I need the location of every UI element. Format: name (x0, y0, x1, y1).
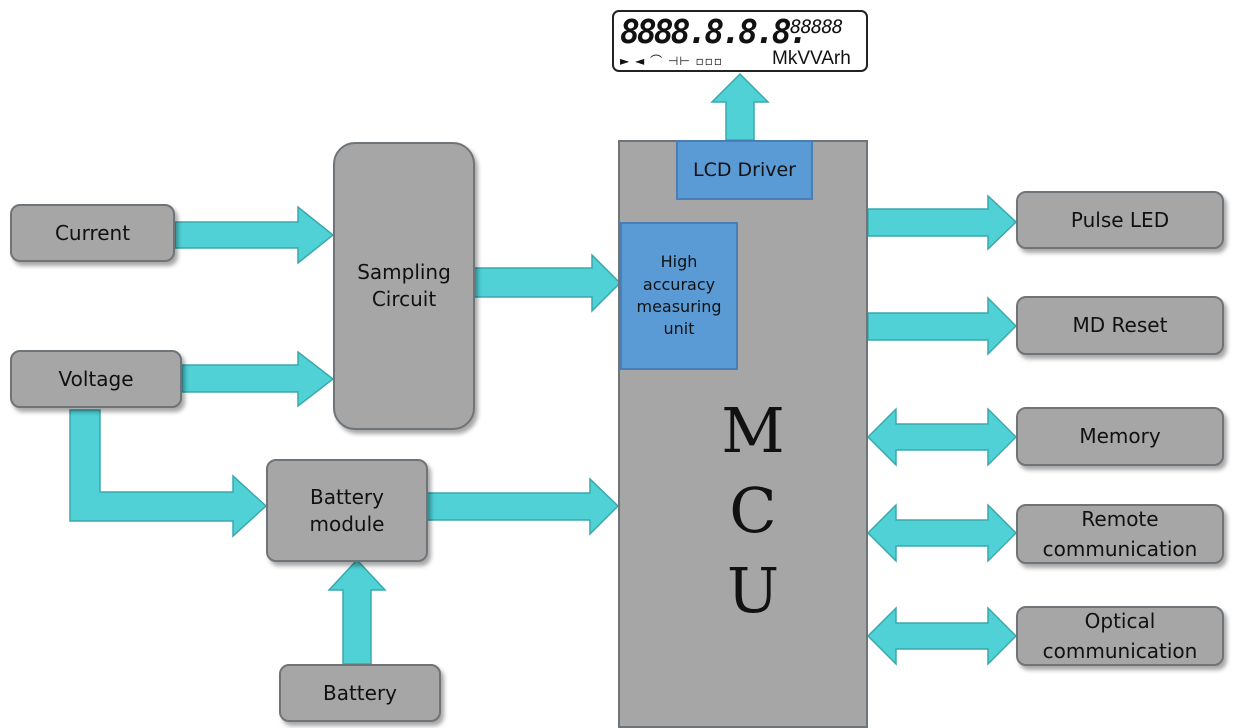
pulse-led-label: Pulse LED (1071, 207, 1169, 234)
voltage-block: Voltage (10, 350, 182, 408)
arrow-mcu-to-md-reset (868, 298, 1016, 354)
sampling-circuit-block: Sampling Circuit (333, 142, 475, 430)
measuring-label-line1: High (636, 251, 721, 273)
arrow-mcu-memory-bidirectional (868, 409, 1016, 465)
mcu-letter-u: U (718, 554, 788, 627)
arrow-mcu-remote-bidirectional (868, 505, 1016, 561)
battery-module-label-line2: module (310, 511, 385, 538)
arrow-battery-module-to-mcu (427, 479, 618, 534)
lcd-main-digits: 8888.8.8.8. (620, 12, 806, 51)
measuring-label-line2: accuracy (636, 274, 721, 296)
arrow-voltage-to-sampling (182, 352, 333, 406)
battery-module-block: Battery module (266, 459, 428, 562)
lcd-unit-label: MkVVArh (772, 48, 851, 70)
arrow-mcu-to-pulse-led (868, 196, 1016, 249)
optical-label-line1: Optical (1043, 606, 1198, 636)
measuring-label-line4: unit (636, 318, 721, 340)
measuring-label-line3: measuring (636, 296, 721, 318)
md-reset-label: MD Reset (1073, 312, 1168, 339)
lcd-driver-label: LCD Driver (693, 159, 796, 181)
sampling-label-line2: Circuit (357, 286, 451, 313)
remote-label-line2: communication (1043, 534, 1198, 564)
arrow-sampling-to-measuring (474, 255, 620, 311)
lcd-driver-block: LCD Driver (676, 140, 813, 200)
mcu-letter-c: C (718, 474, 788, 547)
remote-communication-block: Remote communication (1016, 504, 1224, 564)
md-reset-block: MD Reset (1016, 296, 1224, 355)
battery-block: Battery (279, 664, 441, 722)
measuring-unit-block: High accuracy measuring unit (620, 222, 738, 370)
arrow-lcd-driver-to-lcd (712, 74, 768, 140)
lcd-small-digits: 88888 (790, 16, 842, 38)
memory-label: Memory (1079, 423, 1160, 450)
arrow-voltage-to-battery-module (70, 410, 266, 536)
current-block: Current (10, 204, 175, 262)
remote-label-line1: Remote (1043, 504, 1198, 534)
battery-module-label-line1: Battery (310, 484, 385, 511)
lcd-indicator-icons: ► ◄ ⌒ ⊣⊢ ▫▫▫ (620, 52, 723, 69)
optical-communication-block: Optical communication (1016, 606, 1224, 666)
arrow-mcu-optical-bidirectional (868, 608, 1016, 664)
battery-label: Battery (323, 680, 397, 707)
pulse-led-block: Pulse LED (1016, 191, 1224, 249)
optical-label-line2: communication (1043, 636, 1198, 666)
current-label: Current (55, 220, 130, 247)
arrow-battery-to-battery-module (329, 560, 385, 664)
lcd-display: 8888.8.8.8. 88888 ► ◄ ⌒ ⊣⊢ ▫▫▫ MkVVArh (612, 10, 868, 72)
sampling-label-line1: Sampling (357, 259, 451, 286)
mcu-letter-m: M (718, 394, 788, 467)
arrow-current-to-sampling (175, 207, 333, 263)
memory-block: Memory (1016, 407, 1224, 466)
voltage-label: Voltage (58, 366, 133, 393)
